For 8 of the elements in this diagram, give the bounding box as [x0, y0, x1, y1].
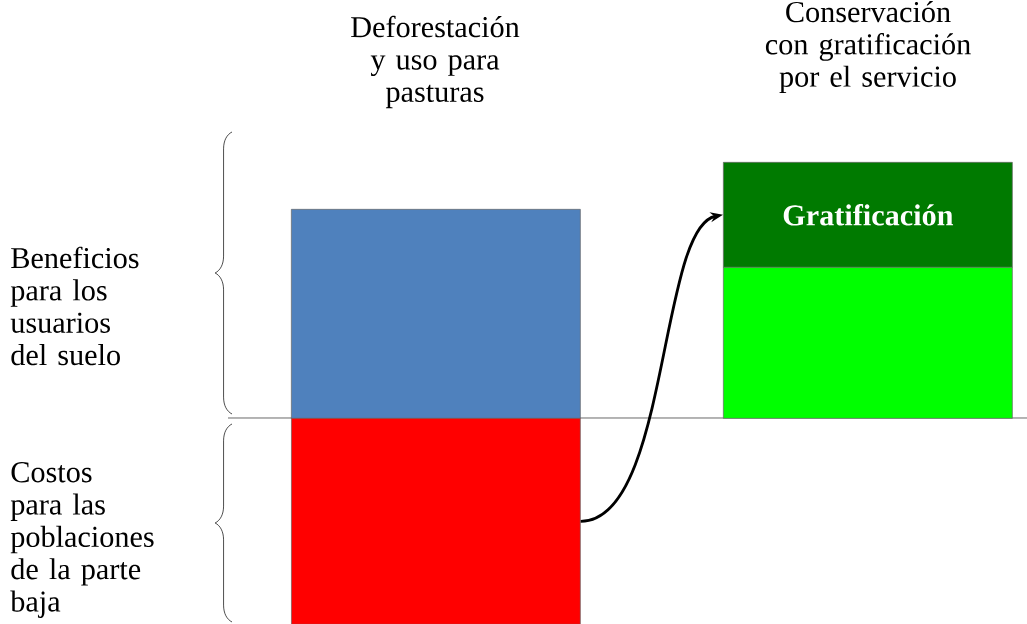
bar-segment [723, 267, 1013, 419]
labeled-bar-segment: Gratificación [723, 162, 1013, 268]
bar-segment [291, 209, 581, 419]
column-heading: Conservación con gratificación por el servicio [765, 0, 971, 94]
axis-label: Beneficios para los usuarios del suelo [10, 246, 139, 366]
bar-segment [291, 418, 581, 624]
axis-label: Costos para las poblaciones de la parte baja [10, 462, 154, 618]
column-heading: Deforestación y uso para pasturas [351, 15, 520, 109]
